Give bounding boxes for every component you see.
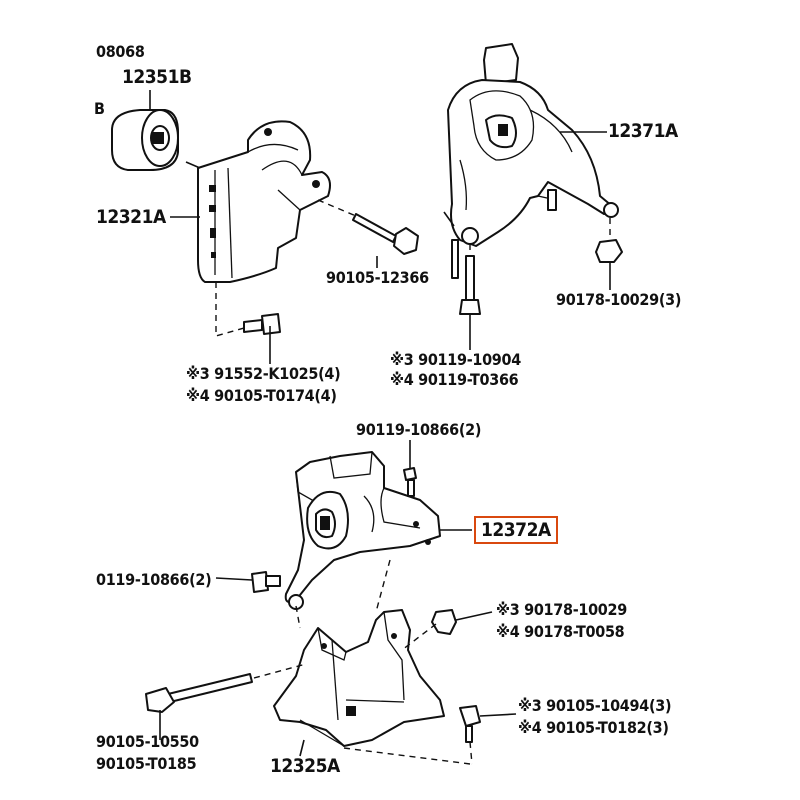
label-90105-10550[interactable]: 90105-10550 — [96, 732, 199, 751]
label-91552-K1025[interactable]: ※3 91552-K1025(4) — [186, 364, 341, 383]
nut-90178-10029[interactable] — [595, 239, 623, 263]
label-90105-T0185[interactable]: 90105-T0185 — [96, 754, 197, 773]
label-90105-10494[interactable]: ※3 90105-10494(3) — [518, 696, 672, 715]
label-90119-T0366[interactable]: ※4 90119-T0366 — [390, 370, 519, 389]
bolt-90119-10866-top[interactable] — [403, 467, 417, 497]
label-partial-b: B — [94, 99, 105, 118]
label-90119-10866-top[interactable]: 90119-10866(2) — [356, 420, 482, 439]
stud-90119-10904[interactable] — [451, 239, 481, 315]
label-0119-10866-left[interactable]: 0119-10866(2) — [96, 570, 212, 589]
label-90178-10029-3[interactable]: 90178-10029(3) — [556, 290, 682, 309]
label-90178-T0058[interactable]: ※4 90178-T0058 — [496, 622, 625, 641]
label-90119-10904[interactable]: ※3 90119-10904 — [390, 350, 521, 369]
label-90105-T0182[interactable]: ※4 90105-T0182(3) — [518, 718, 669, 737]
label-90178-10029[interactable]: ※3 90178-10029 — [496, 600, 627, 619]
label-12351B[interactable]: 12351B — [122, 66, 192, 88]
label-90105-12366[interactable]: 90105-12366 — [326, 268, 429, 287]
bolt-90119-10866-left[interactable] — [251, 571, 281, 593]
label-08068: 08068 — [96, 42, 145, 61]
bolt-90105-10494[interactable] — [459, 705, 481, 743]
label-12325A[interactable]: 12325A — [270, 755, 340, 777]
bolt-91552-K1025[interactable] — [243, 313, 281, 335]
nut-90178-10029-lower[interactable] — [431, 609, 457, 635]
label-12372A-highlighted[interactable]: 12372A — [474, 516, 558, 544]
bolt-90105-12366[interactable] — [352, 213, 419, 255]
bracket-12321A[interactable] — [185, 120, 331, 283]
label-90105-T0174[interactable]: ※4 90105-T0174(4) — [186, 386, 337, 405]
mount-12372A[interactable] — [284, 451, 441, 610]
bracket-12325A[interactable] — [273, 609, 445, 747]
label-12321A[interactable]: 12321A — [96, 206, 166, 228]
leader-lines — [149, 90, 611, 765]
label-12371A[interactable]: 12371A — [608, 120, 678, 142]
bolt-90105-10550[interactable] — [145, 673, 253, 713]
mount-12371A[interactable] — [443, 43, 619, 247]
bushing-12351B[interactable] — [111, 109, 179, 171]
